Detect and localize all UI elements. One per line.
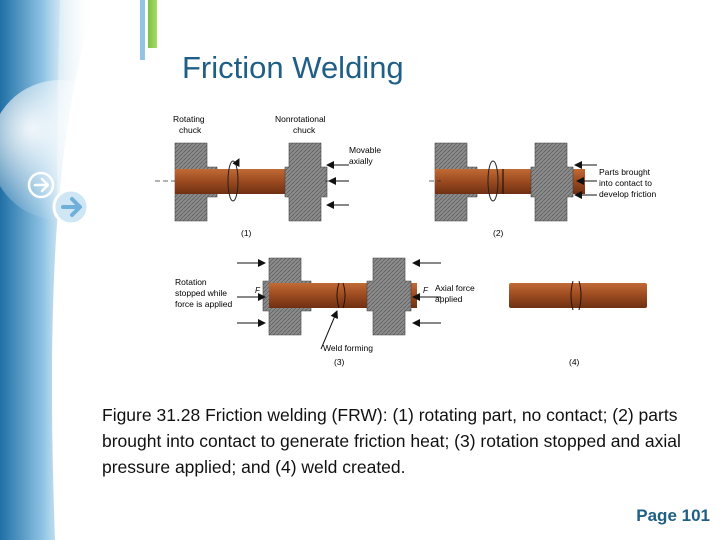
figure-label: Rotation	[175, 277, 207, 287]
figure-label: into contact to	[599, 178, 652, 188]
figure-label: Weld forming	[323, 343, 373, 353]
figure-label: Parts brought	[599, 167, 651, 177]
figure-label: develop friction	[599, 189, 656, 199]
figure-label: axially	[349, 156, 373, 166]
figure-step-1: Rotating chuck Nonrotational chuck Movab…	[155, 114, 381, 238]
figure-label: applied	[435, 294, 463, 304]
green-accent-bar	[148, 0, 157, 48]
page-number: Page 101	[636, 506, 710, 525]
figure-label: Rotating	[173, 114, 205, 124]
figure-caption: Figure 31.28 Friction welding (FRW): (1)…	[102, 405, 681, 477]
figure-label: Axial force	[435, 283, 475, 293]
arrow-right-circle-icon	[98, 146, 124, 172]
figure-label: chuck	[179, 125, 202, 135]
figure-label: F	[255, 286, 261, 295]
arrow-right-circle-icon	[52, 188, 90, 226]
figure-label: (3)	[334, 357, 345, 367]
friction-welding-figure: Rotating chuck Nonrotational chuck Movab…	[151, 113, 672, 373]
figure-label: stopped while	[175, 288, 227, 298]
figure-label: Movable	[349, 145, 381, 155]
figure-label: Nonrotational	[275, 114, 326, 124]
figure-label: F	[423, 286, 429, 295]
slide-title: Friction Welding	[182, 50, 404, 85]
figure-label: (1)	[241, 228, 252, 238]
figure-label: chuck	[293, 125, 316, 135]
figure-label: force is applied	[175, 299, 232, 309]
left-decoration	[0, 0, 157, 540]
figure-step-3: F F Rotation stopped while force is appl…	[175, 257, 475, 367]
figure-label: (2)	[493, 228, 504, 238]
figure-step-4: (4)	[509, 280, 647, 367]
figure-step-2: Parts brought into contact to develop fr…	[429, 142, 656, 238]
figure-label: (4)	[569, 357, 580, 367]
arrow-right-circle-icon	[27, 171, 55, 199]
